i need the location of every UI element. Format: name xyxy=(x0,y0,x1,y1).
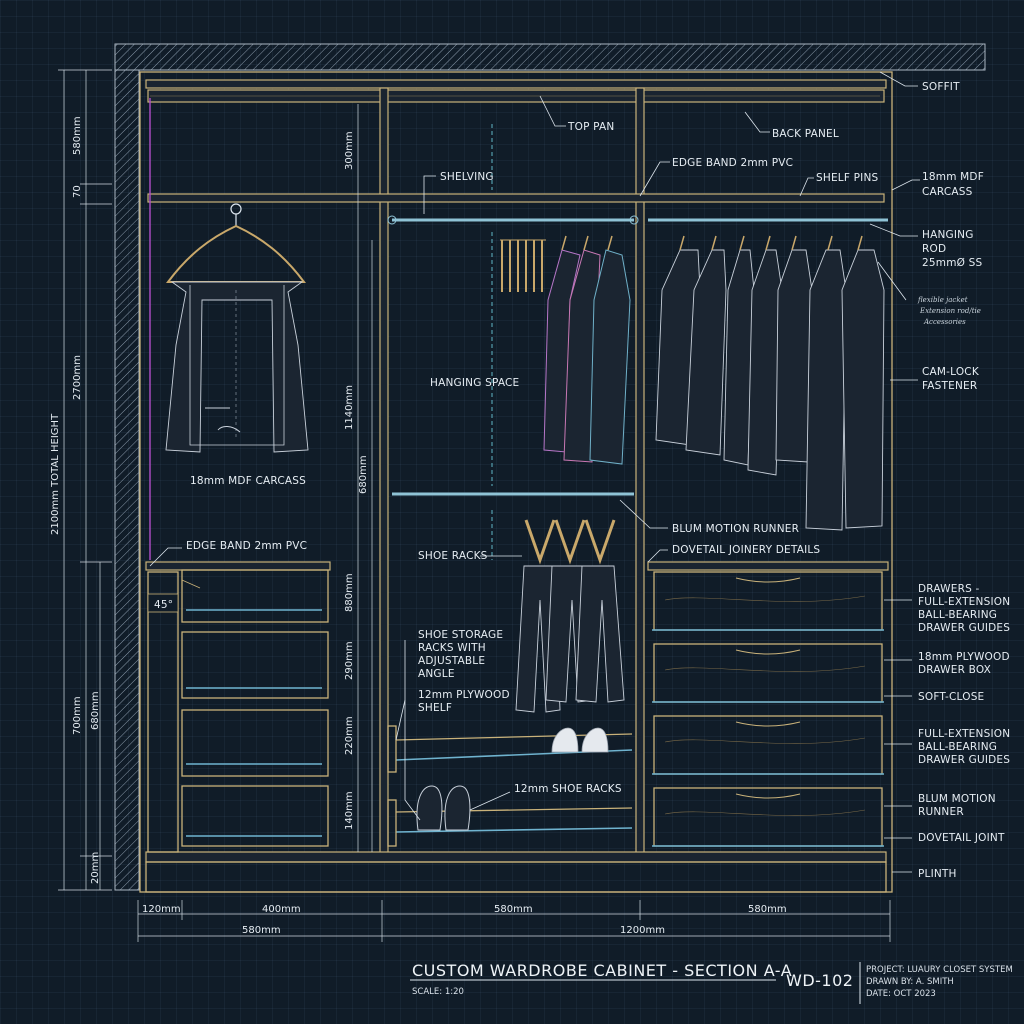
label-mdf-carcass-right-1: 18mm MDF xyxy=(922,171,984,183)
dim-v-20: 20mm xyxy=(90,852,101,884)
dim-c-140: 140mm xyxy=(344,791,355,830)
label-fullext-2: BALL-BEARING xyxy=(918,741,997,753)
tie-hangers xyxy=(500,239,546,292)
top-pan xyxy=(145,79,887,89)
dim-v-70: 70 xyxy=(72,185,83,198)
label-angle-45: 45° xyxy=(154,599,173,611)
handnote-3: Accessories xyxy=(923,318,966,326)
ceiling-soffit xyxy=(114,43,986,71)
label-shoe-racks: SHOE RACKS xyxy=(418,550,488,562)
right-hanging-jackets xyxy=(655,235,885,531)
plinth-box xyxy=(145,861,887,893)
left-jacket-hanger xyxy=(165,203,309,453)
dim-h-580a: 580mm xyxy=(494,904,533,915)
label-drawers-2: FULL-EXTENSION xyxy=(918,596,1010,608)
drawing-number: WD-102 xyxy=(786,971,853,990)
dim-c-300: 300mm xyxy=(344,131,355,170)
label-shoe-storage-3: ADJUSTABLE xyxy=(418,655,485,667)
label-fullext-1: FULL-EXTENSION xyxy=(918,728,1010,740)
label-hanging-rod-2: ROD xyxy=(922,243,946,255)
label-soft-close: SOFT-CLOSE xyxy=(918,691,984,703)
handnote-2: Extension rod/tie xyxy=(919,307,981,315)
dim-v-700: 700mm xyxy=(72,696,83,735)
drawing-scale: SCALE: 1:20 xyxy=(412,987,464,997)
bottom-dimension-chain xyxy=(137,900,891,942)
label-drawers-1: DRAWERS - xyxy=(918,583,979,595)
label-drawers-3: BALL-BEARING xyxy=(918,609,997,621)
dim-v-2700: 2700mm xyxy=(72,355,83,400)
label-shoe-storage-2: RACKS WITH xyxy=(418,642,486,654)
label-plywood-box-2: DRAWER BOX xyxy=(918,664,991,676)
left-drawer-stack xyxy=(147,569,329,853)
label-mdf-carcass-right-2: CARCASS xyxy=(922,186,973,198)
dim-v-total: 2100mm TOTAL HEIGHT xyxy=(50,413,61,535)
drawing-title: CUSTOM WARDROBE CABINET - SECTION A-A xyxy=(412,961,792,980)
label-dovetail-details: DOVETAIL JOINERY DETAILS xyxy=(672,544,820,556)
dim-c-220: 220mm xyxy=(344,716,355,755)
label-fullext-3: DRAWER GUIDES xyxy=(918,754,1010,766)
title-block xyxy=(410,962,861,1004)
dim-c-1140: 1140mm xyxy=(344,385,355,430)
label-edge-band-top: EDGE BAND 2mm PVC xyxy=(672,157,793,169)
project-name: PROJECT: LUAURY CLOSET SYSTEM xyxy=(866,965,1013,975)
dim-v-680: 680mm xyxy=(90,691,101,730)
label-cam-lock-2: FASTENER xyxy=(922,380,977,392)
label-drawers-4: DRAWER GUIDES xyxy=(918,622,1010,634)
drawn-by: DRAWN BY: A. SMITH xyxy=(866,977,954,987)
label-shoe-storage-1: SHOE STORAGE xyxy=(418,629,503,641)
label-soffit: SOFFIT xyxy=(922,81,960,93)
dim-h-120: 120mm xyxy=(142,904,181,915)
dim-h-580b: 580mm xyxy=(748,904,787,915)
dim-h-400: 400mm xyxy=(262,904,301,915)
middle-hanging-rod[interactable] xyxy=(387,215,639,225)
label-blum-right-1: BLUM MOTION xyxy=(918,793,996,805)
label-plinth: PLINTH xyxy=(918,868,957,880)
divider-right xyxy=(635,87,645,857)
label-hanging-space: HANGING SPACE xyxy=(430,377,519,389)
label-shelving: SHELVING xyxy=(440,171,494,183)
label-blum-right-2: RUNNER xyxy=(918,806,964,818)
left-dimension-chain xyxy=(58,69,112,891)
label-mdf-carcass-left: 18mm MDF CARCASS xyxy=(190,475,306,487)
label-dovetail-joint: DOVETAIL JOINT xyxy=(918,832,1005,844)
middle-hanging-shirts xyxy=(543,235,631,465)
drawing-date: DATE: OCT 2023 xyxy=(866,989,936,999)
dim-h-1200: 1200mm xyxy=(620,925,665,936)
center-dimension-chain xyxy=(357,104,373,852)
hanging-trousers xyxy=(515,519,625,713)
label-blum-runner-mid: BLUM MOTION RUNNER xyxy=(672,523,799,535)
right-drawer-stack xyxy=(652,571,884,847)
shoes xyxy=(416,727,609,831)
label-back-panel: BACK PANEL xyxy=(772,128,839,140)
label-hanging-rod-3: 25mmØ SS xyxy=(922,257,982,269)
label-shoe-storage-4: ANGLE xyxy=(418,668,455,680)
label-edge-band-left: EDGE BAND 2mm PVC xyxy=(186,540,307,552)
label-plywood-shelf-1: 12mm PLYWOOD xyxy=(418,689,510,701)
upper-shelf xyxy=(147,193,885,203)
cabinet-carcass xyxy=(139,71,893,893)
bottom-panel xyxy=(145,851,887,863)
label-plywood-box-1: 18mm PLYWOOD xyxy=(918,651,1010,663)
label-top-pan: TOP PAN xyxy=(567,121,614,133)
label-shelf-pins: SHELF PINS xyxy=(816,172,879,184)
dim-c-880: 880mm xyxy=(344,573,355,612)
label-hanging-rod-1: HANGING xyxy=(922,229,974,241)
dim-c-290: 290mm xyxy=(344,641,355,680)
leader-lines xyxy=(149,71,920,873)
label-cam-lock-1: CAM-LOCK xyxy=(922,366,980,378)
left-wall xyxy=(114,69,140,891)
divider-left xyxy=(379,87,389,857)
dim-c-680: 680mm xyxy=(358,455,369,494)
handnote-1: flexible jacket xyxy=(917,296,968,304)
dim-h-580c: 580mm xyxy=(242,925,281,936)
dim-v-580: 580mm xyxy=(72,116,83,155)
label-shoe-racks-12: 12mm SHOE RACKS xyxy=(514,783,622,795)
label-plywood-shelf-2: SHELF xyxy=(418,702,452,714)
